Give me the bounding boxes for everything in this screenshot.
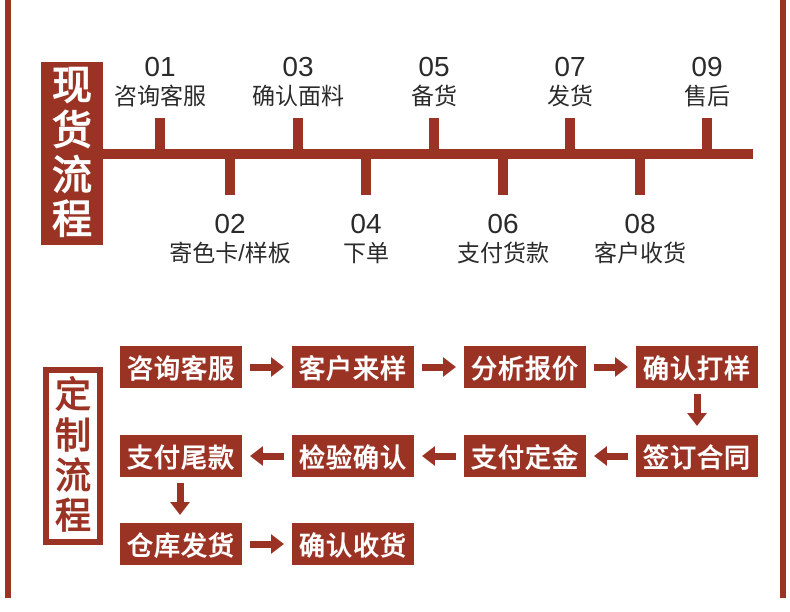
step-number: 09 [691,51,723,82]
step-label: 确认面料 [252,83,344,110]
arrow-right-icon [422,357,456,377]
flow-box-customer-sample: 客户来样 [292,346,414,388]
step-number: 08 [624,208,656,239]
custom-flow-banner-label: 定制流程 [54,374,91,537]
tick-mark-08 [635,158,645,195]
spot-step-03: 03 确认面料 [252,52,344,109]
spot-flow-banner-label: 现货流程 [52,63,92,243]
arrow-right-icon [250,357,284,377]
tick-mark-02 [225,158,235,195]
step-label: 发货 [547,83,593,110]
step-label: 备货 [411,83,457,110]
spot-step-08: 08 客户收货 [594,209,686,266]
left-border-line [5,0,11,598]
arrow-down-icon [170,483,190,515]
flow-box-warehouse-ship: 仓库发货 [120,523,242,565]
flow-box-confirm-receipt: 确认收货 [292,523,414,565]
step-label: 寄色卡/样板 [169,240,291,267]
spot-step-05: 05 备货 [411,52,457,109]
flow-box-confirm-proof: 确认打样 [636,346,758,388]
tick-mark-07 [565,118,575,150]
flow-box-sign-contract: 签订合同 [636,435,758,477]
flow-box-final-payment: 支付尾款 [120,435,242,477]
step-label: 支付货款 [457,240,549,267]
flow-box-consult: 咨询客服 [120,346,242,388]
timeline-bar [103,149,753,159]
spot-flow-banner: 现货流程 [41,62,103,245]
step-label: 咨询客服 [114,83,206,110]
step-label: 下单 [343,240,389,267]
tick-mark-01 [155,118,165,150]
arrow-right-icon [250,534,284,554]
tick-mark-04 [361,158,371,195]
tick-mark-06 [498,158,508,195]
step-number: 06 [487,208,519,239]
arrow-down-icon [687,394,707,426]
spot-step-06: 06 支付货款 [457,209,549,266]
custom-flow-banner: 定制流程 [43,367,103,545]
spot-step-07: 07 发货 [547,52,593,109]
step-number: 07 [554,51,586,82]
spot-step-09: 09 售后 [684,52,730,109]
step-label: 客户收货 [594,240,686,267]
tick-mark-09 [702,118,712,150]
step-number: 05 [418,51,450,82]
tick-mark-05 [429,118,439,150]
spot-step-04: 04 下单 [343,209,389,266]
flow-box-inspection-confirm: 检验确认 [292,435,414,477]
tick-mark-03 [293,118,303,150]
flow-box-deposit-payment: 支付定金 [464,435,586,477]
spot-step-02: 02 寄色卡/样板 [169,209,290,266]
arrow-left-icon [250,446,284,466]
arrow-left-icon [422,446,456,466]
step-label: 售后 [684,83,730,110]
spot-step-01: 01 咨询客服 [114,52,206,109]
step-number: 02 [214,208,246,239]
flow-box-quote-analysis: 分析报价 [464,346,586,388]
step-number: 03 [282,51,314,82]
arrow-right-icon [594,357,628,377]
step-number: 01 [144,51,176,82]
arrow-left-icon [594,446,628,466]
right-border-line [780,0,786,598]
step-number: 04 [350,208,382,239]
